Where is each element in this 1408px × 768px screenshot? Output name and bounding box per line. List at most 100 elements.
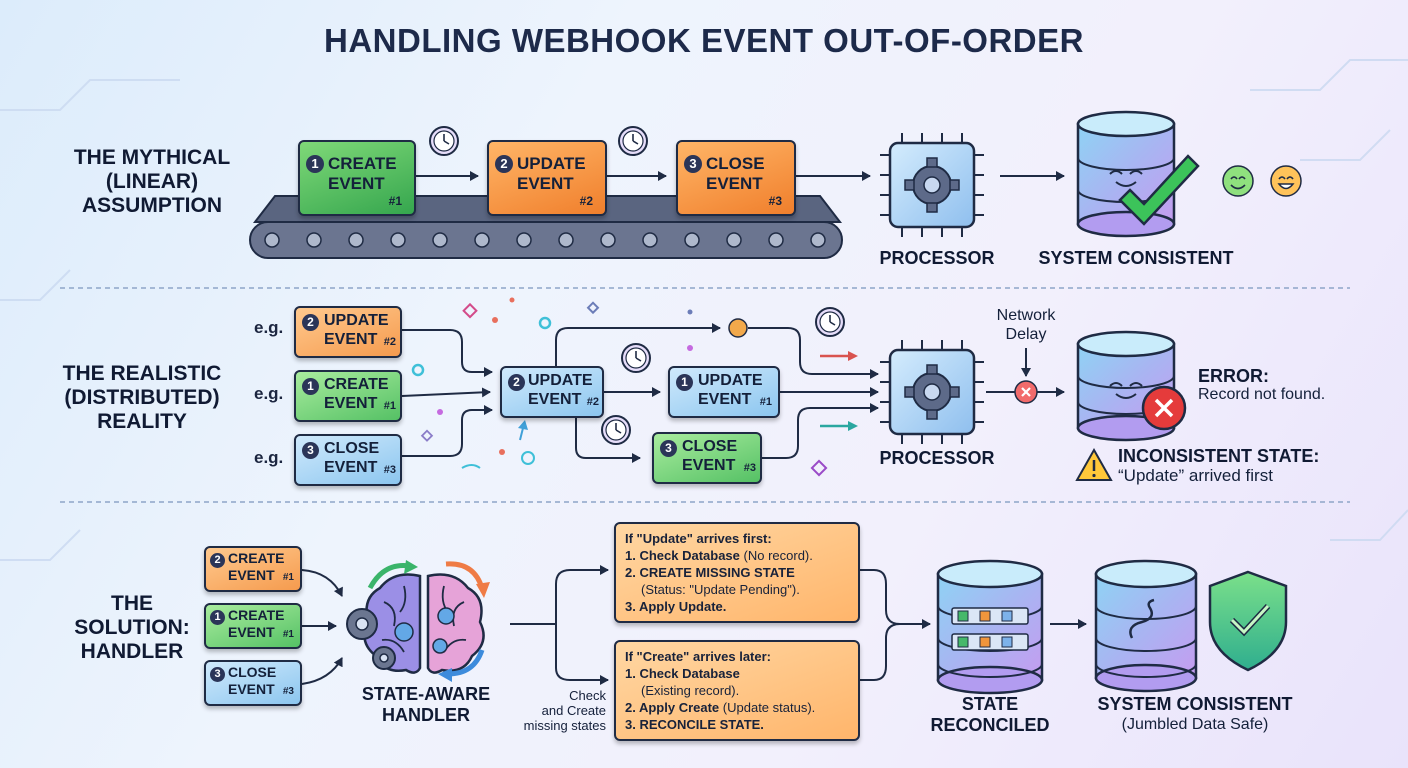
row2-label-line: REALITY [97, 410, 187, 433]
update-first-note: If "Update" arrives first: 1. Check Data… [614, 522, 860, 623]
event-id: #1 [383, 400, 396, 412]
event-card-close: 3 CLOSE EVENT #3 [204, 660, 302, 706]
event-card-close: 3 CLOSE EVENT #3 [652, 432, 762, 484]
event-number-badge: 2 [495, 155, 513, 173]
state-reconciled-line: STATE [961, 694, 1019, 714]
event-id: #3 [768, 194, 782, 208]
event-type: UPDATE [528, 372, 593, 389]
handler-label-line: HANDLER [382, 705, 470, 725]
note-title: If "Update" arrives first: [625, 531, 772, 546]
processor-label: PROCESSOR [879, 448, 995, 468]
event-number-badge: 1 [210, 610, 225, 625]
event-label: EVENT [228, 681, 275, 697]
row3-label-line: SOLUTION: [74, 616, 190, 639]
event-id: #3 [383, 464, 396, 476]
event-label: EVENT [324, 395, 378, 412]
database-icon [1094, 559, 1198, 693]
check-create-label: Check and Create missing states [496, 688, 606, 733]
clock-icon [815, 307, 845, 337]
clock-icon [621, 343, 651, 373]
delay-arrow-teal [820, 421, 858, 431]
event-type: CLOSE [682, 438, 738, 455]
note-detail: (Status: "Update Pending"). [641, 582, 800, 597]
event-card-close: 3 CLOSE EVENT #3 [294, 434, 402, 486]
event-number-badge: 1 [306, 155, 324, 173]
event-label: EVENT [228, 624, 275, 640]
event-card-create: 1 CREATE EVENT #1 [204, 603, 302, 649]
event-id: #2 [586, 396, 599, 408]
handler-label: STATE-AWARE HANDLER [336, 684, 516, 726]
processor-chip-icon [880, 340, 984, 444]
final-consistent-sublabel: (Jumbled Data Safe) [1121, 716, 1269, 733]
event-card-update: 1 UPDATE EVENT #1 [668, 366, 780, 418]
smiley-green-icon [1222, 165, 1254, 197]
event-id: #1 [282, 572, 294, 583]
shield-check-icon [1208, 570, 1288, 672]
event-type: CREATE [228, 607, 285, 623]
note-step: 3. RECONCILE STATE. [625, 717, 764, 732]
inconsistent-state-title: INCONSISTENT STATE: [1118, 446, 1320, 466]
event-id: #2 [383, 336, 396, 348]
event-id: #2 [579, 194, 593, 208]
row2-label: THE REALISTIC (DISTRIBUTED) REALITY [42, 362, 242, 434]
check-create-line: Check [569, 688, 606, 703]
event-type: CREATE [328, 154, 397, 173]
example-label: e.g. [254, 384, 284, 403]
gear-icon [346, 608, 378, 640]
row1-label: THE MYTHICAL (LINEAR) ASSUMPTION [42, 146, 262, 218]
scatter-particles [411, 297, 828, 477]
event-id: #1 [388, 194, 402, 208]
event-label: EVENT [228, 567, 275, 583]
event-id: #1 [282, 629, 294, 640]
note-line: 1. Check Database (No record). [625, 547, 849, 564]
warning-icon [1075, 447, 1113, 481]
event-number-badge: 1 [302, 378, 319, 395]
network-delay-line: Network [996, 307, 1056, 324]
error-x-icon [1141, 385, 1187, 431]
checkmark-icon [1118, 154, 1200, 226]
row1-label-line: THE MYTHICAL [73, 146, 231, 169]
gear-icon [372, 646, 396, 670]
event-number-badge: 2 [302, 314, 319, 331]
note-title: If "Create" arrives later: [625, 649, 772, 664]
note-line: 2. Apply Create (Update status). [625, 699, 849, 716]
database-icon [1076, 110, 1176, 238]
example-label: e.g. [254, 318, 284, 337]
note-detail: (Existing record). [641, 683, 740, 698]
event-label: EVENT [698, 391, 752, 408]
error-title: ERROR: [1198, 366, 1269, 386]
event-id: #3 [743, 462, 756, 474]
clock-icon [429, 126, 459, 156]
event-type: CLOSE [228, 664, 277, 680]
create-later-note: If "Create" arrives later: 1. Check Data… [614, 640, 860, 741]
note-step: 3. Apply Update. [625, 599, 727, 614]
row3-label: THE SOLUTION: HANDLER [72, 592, 192, 664]
processor-chip-icon [880, 133, 984, 237]
clock-icon [601, 415, 631, 445]
row2-label-line: THE REALISTIC [62, 362, 222, 385]
state-reconciled-label: STATE RECONCILED [910, 694, 1070, 736]
event-label: EVENT [328, 174, 385, 193]
database-icon [936, 559, 1044, 695]
circuit-decoration [0, 59, 1408, 561]
event-number-badge: 3 [210, 667, 225, 682]
final-consistent-label: SYSTEM CONSISTENT [1097, 694, 1293, 714]
check-create-line: and Create [541, 703, 606, 718]
event-type: CREATE [228, 550, 285, 566]
event-card-create: 1 CREATE EVENT #1 [294, 370, 402, 422]
row3-flow-lines [301, 565, 1087, 685]
event-card-create: 2 CREATE EVENT #1 [204, 546, 302, 592]
row1-label-line: (LINEAR) [105, 170, 199, 193]
event-card-create: 1 CREATE EVENT #1 [298, 140, 416, 216]
event-label: EVENT [324, 459, 378, 476]
brain-handler-icon [346, 560, 490, 682]
note-step: 2. Apply Create [625, 700, 720, 715]
note-step: 1. Check Database [625, 666, 740, 681]
system-consistent-label: SYSTEM CONSISTENT [1038, 248, 1234, 268]
event-type: UPDATE [698, 372, 763, 389]
event-number-badge: 3 [684, 155, 702, 173]
inconsistent-state-text: “Update” arrived first [1118, 466, 1273, 485]
event-type: UPDATE [517, 154, 586, 173]
event-type: UPDATE [324, 312, 389, 329]
